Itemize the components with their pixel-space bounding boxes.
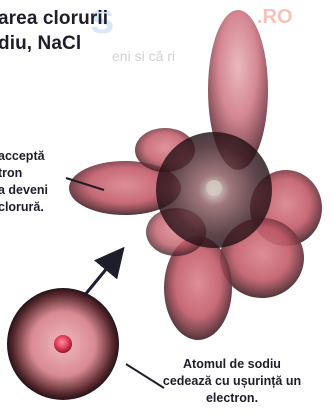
sodium-caption: Atomul de sodiu cedează cu ușurință un e… [140,356,324,407]
watermark-suffix: .RO [257,6,293,29]
chlorine-caption: acceptă tron a deveni clorură. [0,148,108,216]
chlorine-caption-line-1: acceptă [0,148,108,165]
title-line-1: area clorurii [0,6,238,31]
chlorine-caption-line-4: clorură. [0,199,108,216]
sodium-caption-line-2: cedează cu ușurință un [140,373,324,390]
sodium-caption-line-1: Atomul de sodiu [140,356,324,373]
sodium-atom [7,288,119,400]
chlorine-nucleus [206,180,222,196]
chlorine-caption-line-2: tron [0,165,108,182]
chlorine-caption-line-3: a deveni [0,182,108,199]
page-title: area clorurii diu, NaCl [0,6,238,56]
title-line-2: diu, NaCl [0,31,238,56]
sodium-caption-line-3: electron. [140,390,324,407]
sodium-nucleus [54,335,72,353]
electron-transfer-arrow [84,256,117,296]
